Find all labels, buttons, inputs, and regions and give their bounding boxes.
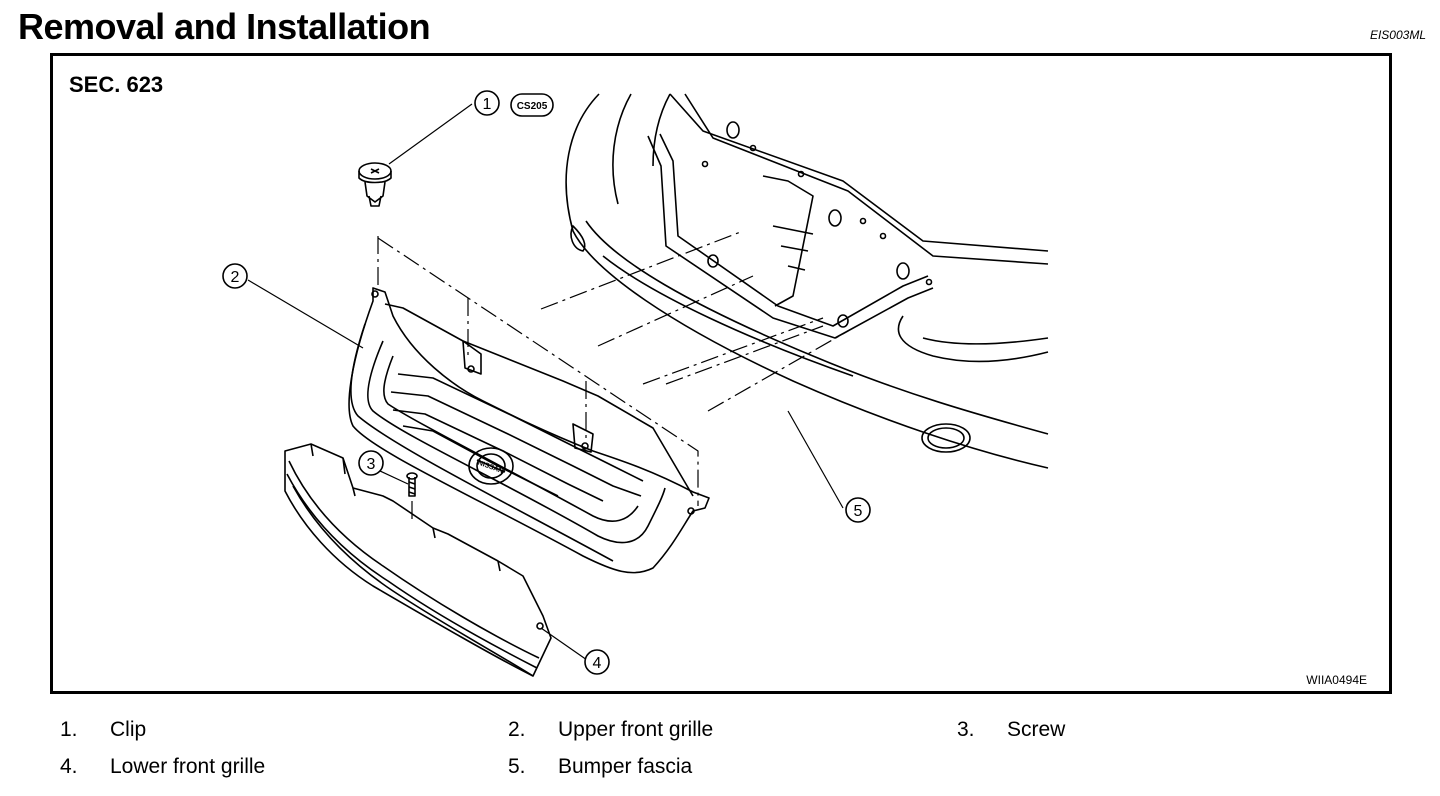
legend-label: Lower front grille: [110, 755, 266, 778]
legend-label: Upper front grille: [558, 718, 714, 741]
alignment-lines: [377, 230, 849, 521]
legend-label: Bumper fascia: [558, 755, 693, 778]
lower-grille-drawing: [284, 443, 552, 677]
svg-text:5: 5: [854, 503, 863, 520]
document-code: EIS003ML: [1369, 28, 1426, 42]
callout-1: 1: [474, 90, 500, 116]
callout-4: 4: [584, 649, 610, 675]
callout-3: 3: [358, 450, 384, 476]
legend-item: 4. Lower front grille: [60, 755, 266, 778]
leader-lines: [247, 103, 844, 661]
exploded-view-figure: SEC. 623 WIIA0494E: [50, 53, 1392, 694]
figure-id: WIIA0494E: [1306, 673, 1367, 687]
bumper-fascia-drawing: [565, 93, 1049, 469]
legend-item: 1. Clip: [60, 718, 147, 741]
upper-grille-drawing: [348, 287, 710, 574]
grille-diagram: 1 CS205 2 3 4 5 NISSAN: [222, 90, 1049, 677]
svg-text:3: 3: [367, 456, 376, 473]
callout-5: 5: [845, 497, 871, 523]
legend-label: Clip: [110, 718, 147, 741]
svg-text:2: 2: [231, 269, 240, 286]
legend-item: 5. Bumper fascia: [508, 755, 693, 778]
callout-tag: CS205: [510, 93, 554, 117]
callout-2: 2: [222, 263, 248, 289]
clip-drawing: [358, 162, 392, 207]
page-title: Removal and Installation: [18, 6, 431, 47]
screw-drawing: [406, 472, 418, 497]
legend-item: 3. Screw: [957, 718, 1066, 741]
legend-label: Screw: [1007, 718, 1066, 741]
section-label: SEC. 623: [69, 72, 164, 97]
svg-text:4: 4: [593, 655, 602, 672]
svg-text:CS205: CS205: [517, 101, 548, 112]
svg-text:1: 1: [483, 96, 492, 113]
legend-item: 2. Upper front grille: [508, 718, 714, 741]
